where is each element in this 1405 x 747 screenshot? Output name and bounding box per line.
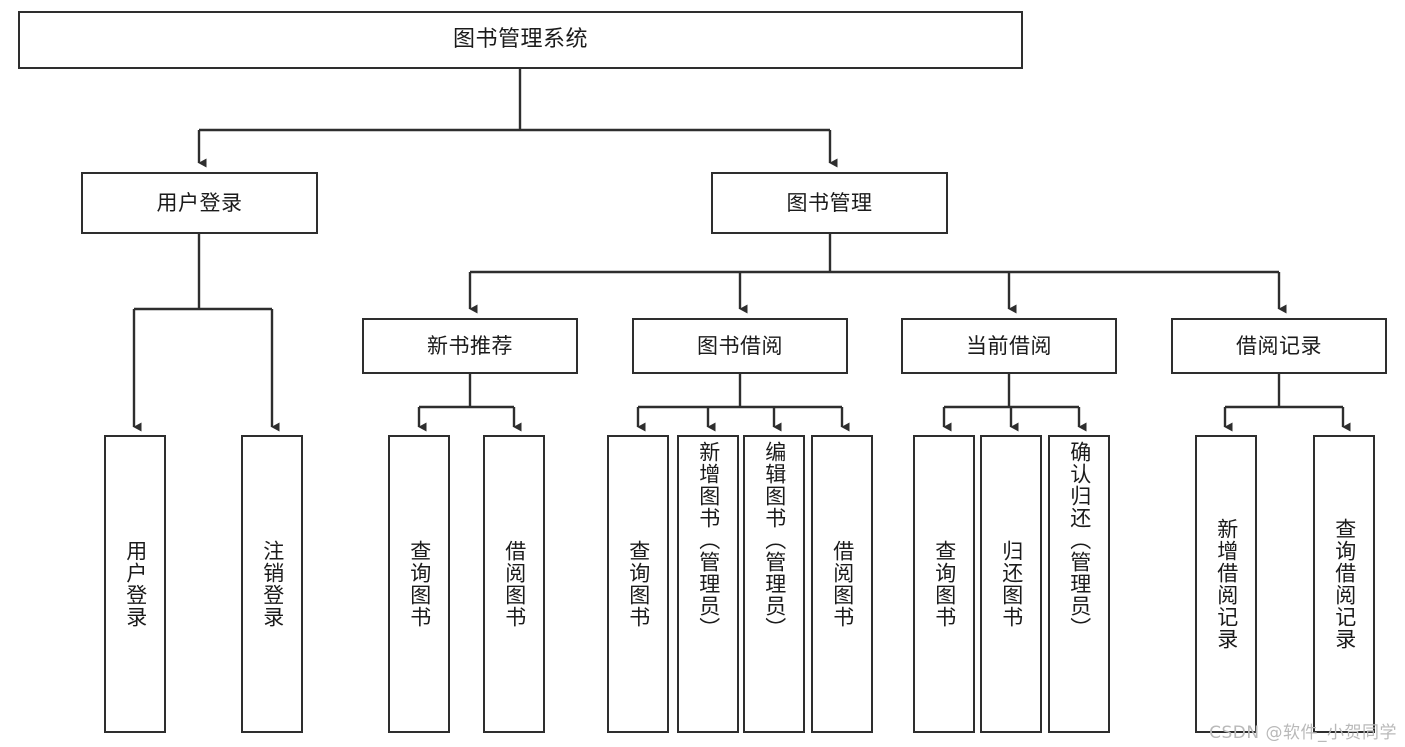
node-label: 确认归还（管理员） <box>1067 441 1092 639</box>
leaf-user-login-login[interactable]: 用户登录 <box>104 435 166 733</box>
leaf-book-borrow-add[interactable]: 新增图书（管理员） <box>677 435 739 733</box>
node-label: 查询图书 <box>932 540 957 628</box>
node-label: 借阅记录 <box>1236 333 1322 358</box>
node-label: 图书管理系统 <box>452 27 588 53</box>
leaf-borrow-record-query[interactable]: 查询借阅记录 <box>1313 435 1375 733</box>
leaf-book-borrow-edit[interactable]: 编辑图书（管理员） <box>743 435 805 733</box>
node-label: 查询图书 <box>407 540 432 628</box>
node-label: 查询图书 <box>626 540 651 628</box>
node-root-book-management-system[interactable]: 图书管理系统 <box>18 11 1023 69</box>
node-book-borrow[interactable]: 图书借阅 <box>632 318 848 374</box>
node-borrow-record[interactable]: 借阅记录 <box>1171 318 1387 374</box>
node-label: 注销登录 <box>260 540 285 628</box>
leaf-new-book-borrow[interactable]: 借阅图书 <box>483 435 545 733</box>
node-book-management[interactable]: 图书管理 <box>711 172 948 234</box>
leaf-user-login-logout[interactable]: 注销登录 <box>241 435 303 733</box>
watermark-text: CSDN @软件_小贺同学 <box>1209 723 1397 743</box>
node-label: 借阅图书 <box>502 540 527 628</box>
node-label: 归还图书 <box>999 540 1024 628</box>
leaf-book-borrow-query[interactable]: 查询图书 <box>607 435 669 733</box>
node-new-book-recommend[interactable]: 新书推荐 <box>362 318 578 374</box>
leaf-current-borrow-confirm-return[interactable]: 确认归还（管理员） <box>1048 435 1110 733</box>
node-label: 编辑图书（管理员） <box>762 441 787 639</box>
node-current-borrow[interactable]: 当前借阅 <box>901 318 1117 374</box>
node-label: 借阅图书 <box>830 540 855 628</box>
node-label: 查询借阅记录 <box>1332 518 1357 650</box>
leaf-borrow-record-add[interactable]: 新增借阅记录 <box>1195 435 1257 733</box>
node-user-login[interactable]: 用户登录 <box>81 172 318 234</box>
node-label: 图书借阅 <box>697 333 783 358</box>
node-label: 当前借阅 <box>966 333 1052 358</box>
node-label: 图书管理 <box>786 190 873 215</box>
leaf-book-borrow-borrow[interactable]: 借阅图书 <box>811 435 873 733</box>
leaf-current-borrow-query[interactable]: 查询图书 <box>913 435 975 733</box>
node-label: 新增借阅记录 <box>1214 518 1239 650</box>
node-label: 新增图书（管理员） <box>696 441 721 639</box>
leaf-new-book-query[interactable]: 查询图书 <box>388 435 450 733</box>
node-label: 用户登录 <box>156 190 243 215</box>
node-label: 用户登录 <box>123 540 148 628</box>
leaf-current-borrow-return[interactable]: 归还图书 <box>980 435 1042 733</box>
node-label: 新书推荐 <box>427 333 513 358</box>
